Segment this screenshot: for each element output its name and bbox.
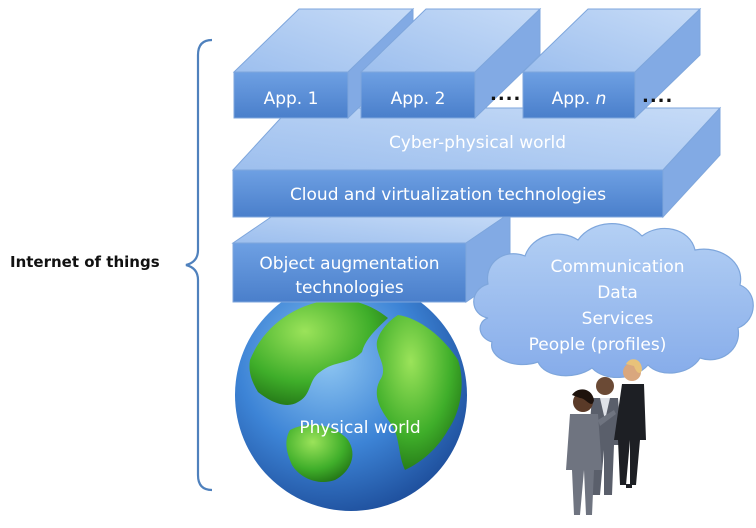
app-1-text: App. 1 [263,89,319,109]
cloud-line-services: Services [581,309,654,329]
app-block-n [521,7,702,120]
app-n-text: App. [551,89,596,109]
internet-of-things-label: Internet of things [10,253,160,271]
globe-icon [235,279,467,511]
ellipsis-2: .... [642,86,674,107]
cyber-physical-label: Cyber-physical world [388,133,567,153]
augmentation-label-line2: technologies [295,278,404,298]
app-2-text: App. 2 [390,89,446,109]
app-n-italic: n [595,89,607,109]
augmentation-label-line1: Object augmentation [259,254,440,274]
app-block-2 [359,7,542,120]
cloud-shape [473,223,754,379]
cyber-physical-block [231,106,722,219]
cloud-line-communication: Communication [550,257,685,277]
cloud-virtualization-label: Cloud and virtualization technologies [289,185,607,205]
bracket [185,38,213,492]
people-illustration [566,359,646,515]
cloud-line-data: Data [597,283,638,303]
app-1-label: App. 1 [234,88,348,110]
app-2-label: App. 2 [361,88,475,110]
ellipsis-1: .... [490,84,522,105]
cloud-line-people: People (profiles) [528,335,667,355]
cloud-text: Communication Data Services People (prof… [510,254,725,358]
app-n-label: App. n [523,88,635,110]
augmentation-block [231,212,512,303]
physical-world-label: Physical world [299,418,421,438]
